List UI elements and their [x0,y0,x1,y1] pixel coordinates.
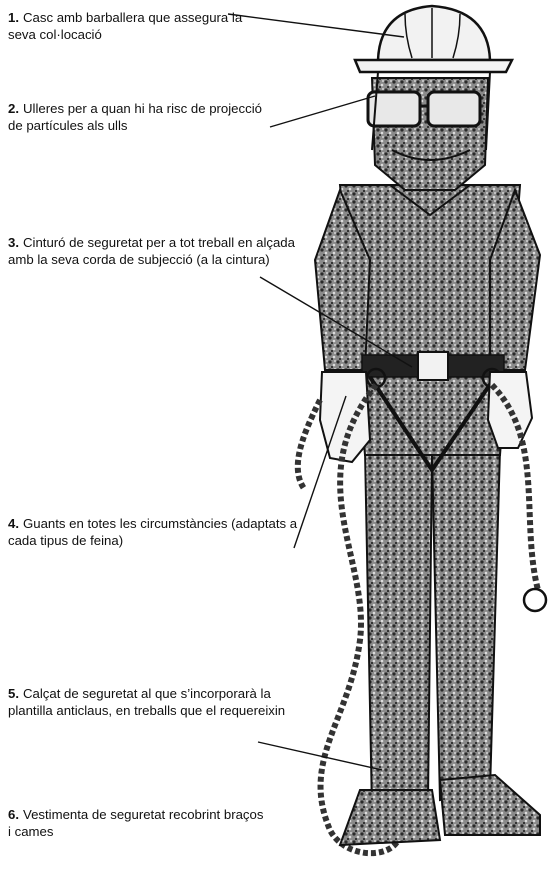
helmet-icon [353,4,515,151]
callout-5: 5.Calçat de seguretat al que s’incorpora… [8,685,288,719]
leader-line-1 [227,13,405,38]
callout-1-number: 1. [8,10,19,25]
leader-line-4 [293,395,347,549]
callout-6-text: Vestimenta de seguretat recobrint braços… [8,807,264,839]
goggles-icon [366,90,482,128]
callout-3: 3.Cinturó de seguretat per a tot treball… [8,234,313,268]
callout-4-number: 4. [8,516,19,531]
callout-4-text: Guants en totes les circumstàncies (adap… [8,516,298,548]
callout-2: 2.Ulleres per a quan hi ha risc de proje… [8,100,278,134]
callout-6: 6.Vestimenta de seguretat recobrint braç… [8,806,268,840]
callout-6-number: 6. [8,807,19,822]
coverall-icon [313,184,542,812]
callout-2-number: 2. [8,101,19,116]
callout-5-text: Calçat de seguretat al que s’incorporarà… [8,686,286,718]
rope-icon [294,382,548,857]
leader-line-5 [257,741,383,771]
leader-lines [227,13,413,771]
leader-line-3 [259,276,413,368]
callout-5-number: 5. [8,686,19,701]
leader-line-2 [269,95,376,128]
callout-1: 1.Casc amb barballera que assegura la se… [8,9,248,43]
callout-3-number: 3. [8,235,19,250]
callout-2-text: Ulleres per a quan hi ha risc de projecc… [8,101,262,133]
boot-icon [338,773,541,847]
callout-4: 4.Guants en totes les circumstàncies (ad… [8,515,308,549]
callout-3-text: Cinturó de seguretat per a tot treball e… [8,235,295,267]
callout-1-text: Casc amb barballera que assegura la seva… [8,10,243,42]
